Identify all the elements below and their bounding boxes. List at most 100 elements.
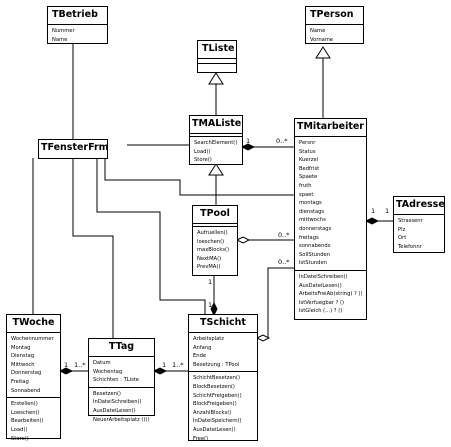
aggregation-diamond-schicht bbox=[255, 334, 271, 342]
class-tliste-methods bbox=[198, 64, 236, 68]
class-tbetrieb-name: TBetrieb bbox=[48, 7, 107, 25]
class-tmaliste-attributes bbox=[190, 134, 242, 137]
class-tpool-methods: Aufruellen() loeschen() maxBlocks() Next… bbox=[193, 227, 237, 274]
class-tmitarbeiter[interactable]: TMitarbeiter Persnr Status Kuerzel Bedfr… bbox=[294, 118, 367, 320]
class-tbetrieb[interactable]: TBetrieb Nummer Name bbox=[47, 6, 108, 44]
class-tmaliste[interactable]: TMAListe SearchElement() Load() Store() bbox=[189, 115, 243, 165]
attribute: sonnabends bbox=[299, 243, 331, 250]
class-tmaliste-methods: SearchElement() Load() Store() bbox=[190, 137, 242, 167]
attribute: Name bbox=[310, 28, 326, 34]
multiplicity-schicht-1: 1 bbox=[208, 301, 213, 309]
attribute: Montag bbox=[11, 344, 31, 351]
composition-diamond-mitarbeiter bbox=[364, 217, 380, 225]
class-tpool[interactable]: TPool Aufruellen() loeschen() maxBlocks(… bbox=[192, 205, 238, 276]
class-ttag-name: TTag bbox=[89, 339, 154, 357]
attribute: mittwochs bbox=[299, 217, 326, 224]
class-tadresse[interactable]: TAdresse Strassenr Plz Ort Telefonnr bbox=[393, 196, 445, 253]
inheritance-arrow-liste bbox=[208, 72, 224, 85]
class-ttag-methods: Besetzen() InDateiSchreiben() AusDateiLe… bbox=[89, 388, 154, 426]
line-fensterfrm-tag bbox=[72, 158, 114, 339]
aggregation-diamond-pool bbox=[235, 236, 251, 244]
attribute: SollStunden bbox=[299, 251, 331, 258]
class-tadresse-name: TAdresse bbox=[394, 197, 445, 215]
method: AusDateiLesen() bbox=[93, 407, 136, 414]
inheritance-arrow-person bbox=[315, 46, 331, 59]
attribute: Kuerzel bbox=[299, 157, 319, 164]
class-tschicht-attributes: Arbeitsplatz Anfang Ende Besetzung : TPo… bbox=[189, 333, 257, 373]
attribute: Mittwoch bbox=[11, 361, 35, 368]
attribute: IstStunden bbox=[299, 260, 327, 267]
multiplicity-woche-1: 1 bbox=[64, 361, 69, 369]
class-twoche-name: TWoche bbox=[7, 315, 60, 333]
class-twoche-attributes: Wochennummer Montag Dienstag Mittwoch Do… bbox=[7, 333, 60, 399]
composition-diamond-tag bbox=[152, 367, 168, 375]
class-tfensterfrm[interactable]: TFensterFrm bbox=[38, 139, 109, 159]
multiplicity-adresse-right: 1 bbox=[385, 207, 390, 215]
class-tschicht[interactable]: TSchicht Arbeitsplatz Anfang Ende Besetz… bbox=[188, 314, 258, 442]
composition-diamond-schicht bbox=[210, 301, 218, 317]
method: PrevMA() bbox=[197, 264, 221, 271]
multiplicity-tag-many: 1..* bbox=[172, 361, 184, 369]
attribute: Besetzung : TPool bbox=[193, 361, 240, 368]
class-tperson-attributes: Name Vorname bbox=[306, 25, 363, 46]
attribute: Nummer bbox=[52, 28, 75, 34]
attribute: Sonnabend bbox=[11, 387, 41, 394]
class-tliste[interactable]: TListe bbox=[197, 40, 237, 73]
composition-diamond-maliste bbox=[240, 143, 256, 151]
composition-diamond-woche bbox=[58, 367, 74, 375]
attribute: donnerstags bbox=[299, 225, 332, 232]
line-schicht-mitarbeiter bbox=[257, 267, 294, 339]
attribute: Ort bbox=[398, 235, 407, 242]
class-tmitarbeiter-methods: InDateiSchreiben() AusDateiLesen() Arbei… bbox=[295, 271, 366, 318]
method: SchichtBesetzen() bbox=[193, 375, 240, 382]
class-tmaliste-name: TMAListe bbox=[190, 116, 242, 134]
class-tperson[interactable]: TPerson Name Vorname bbox=[305, 6, 364, 44]
class-tmitarbeiter-attributes: Persnr Status Kuerzel Bedfrist Spaete fr… bbox=[295, 137, 366, 271]
method: IstVerfuegbar ? () bbox=[299, 299, 345, 306]
attribute: Dienstag bbox=[11, 353, 35, 360]
multiplicity-maliste-1: 1 bbox=[246, 137, 251, 145]
attribute: Arbeitsplatz bbox=[193, 336, 225, 342]
attribute: Strassenr bbox=[398, 218, 423, 224]
class-tpool-name: TPool bbox=[193, 206, 237, 224]
multiplicity-tag-1: 1 bbox=[162, 361, 167, 369]
method: BlockBesetzen() bbox=[193, 383, 235, 390]
attribute: Freitag bbox=[11, 378, 29, 385]
line-fensterfrm-mitarbeiter bbox=[104, 158, 300, 196]
method: Besetzen() bbox=[93, 390, 121, 397]
attribute: Plz bbox=[398, 226, 406, 233]
attribute: Wochennummer bbox=[11, 336, 54, 342]
multiplicity-woche-many: 1..* bbox=[74, 361, 86, 369]
class-twoche[interactable]: TWoche Wochennummer Montag Dienstag Mitt… bbox=[6, 314, 61, 442]
multiplicity-pool-many: 0..* bbox=[278, 231, 290, 239]
method: AnzahlBlocks() bbox=[193, 409, 232, 416]
attribute: Telefonnr bbox=[398, 243, 422, 250]
class-tfensterfrm-name: TFensterFrm bbox=[41, 142, 109, 153]
attribute: Wochentag bbox=[93, 368, 123, 375]
attribute: Spaete bbox=[299, 174, 318, 181]
method: Bearbeiten() bbox=[11, 418, 44, 425]
line-fensterfrm-schicht bbox=[96, 158, 206, 315]
class-ttag[interactable]: TTag Datum Wochentag Schichten : TListe … bbox=[88, 338, 155, 423]
method: SearchElement() bbox=[194, 140, 238, 146]
method: Erstellen() bbox=[11, 401, 38, 408]
class-tbetrieb-attributes: Nummer Name bbox=[48, 25, 107, 46]
attribute: Anfang bbox=[193, 344, 212, 351]
method: Load() bbox=[11, 426, 28, 433]
class-tadresse-attributes: Strassenr Plz Ort Telefonnr bbox=[394, 215, 444, 253]
method: NextMA() bbox=[197, 255, 222, 262]
method: NeuerArbeitsplatz ()() bbox=[93, 416, 150, 423]
method: AusDateiLesen() bbox=[299, 282, 342, 289]
class-tliste-attributes bbox=[198, 59, 236, 64]
attribute: Name bbox=[52, 36, 68, 43]
attribute: montags bbox=[299, 200, 322, 207]
class-tpool-attributes bbox=[193, 224, 237, 227]
method: Store() bbox=[11, 435, 29, 442]
attribute: fruth bbox=[299, 182, 312, 189]
attribute: Vorname bbox=[310, 36, 334, 43]
method: IstGleich (...) ? () bbox=[299, 308, 343, 315]
multiplicity-adresse-left: 1 bbox=[371, 207, 376, 215]
attribute: Ende bbox=[193, 353, 207, 360]
attribute: Schichten : TListe bbox=[93, 377, 140, 384]
